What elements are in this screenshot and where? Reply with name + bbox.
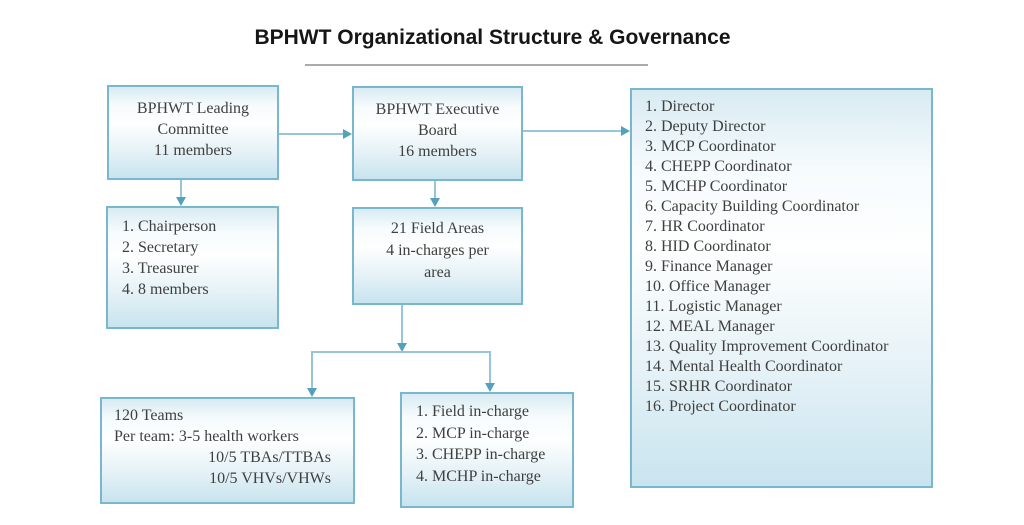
connector-leading-to-leadroles-arrowhead-icon: [176, 197, 186, 206]
list-line: 10/5 VHVs/VHWs: [209, 470, 331, 487]
list-line: 3. CHEPP in-charge: [416, 446, 546, 463]
connector-fieldareas-drop-line: [401, 305, 403, 343]
list-line: 15. SRHR Coordinator: [645, 378, 793, 395]
list-line: 16 members: [398, 143, 477, 160]
list-line: 6. Capacity Building Coordinator: [645, 198, 860, 215]
list-line: 16. Project Coordinator: [645, 398, 796, 415]
list-line: 11. Logistic Manager: [645, 298, 782, 315]
list-line: 1. Field in-charge: [416, 403, 530, 420]
list-line: 120 Teams: [114, 407, 184, 424]
connector-leading-to-leadroles-line: [180, 180, 182, 198]
connector-branch-to-teams-line: [311, 351, 313, 388]
list-line: 2. MCP in-charge: [416, 424, 530, 442]
box-leading-committee-roles: 1. Chairperson 2. Secretary 3. Treasurer 4.…: [106, 206, 279, 329]
connector-branch-to-incharges-line: [489, 351, 491, 383]
title-underline: [305, 64, 648, 66]
connector-leading-to-executive-line: [279, 133, 343, 135]
list-line: 4. CHEPP Coordinator: [645, 158, 792, 175]
list-line: 12. MEAL Manager: [645, 318, 775, 335]
list-line: 5. MCHP Coordinator: [645, 178, 788, 195]
connector-executive-to-roles-arrowhead-icon: [621, 126, 630, 136]
connector-executive-to-roles-line: [523, 130, 621, 132]
list-line: BPHWT Leading: [136, 100, 250, 117]
page-title: BPHWT Organizational Structure & Governa…: [254, 26, 731, 49]
list-line: 1. Director: [645, 98, 715, 115]
list-line: 2. Secretary: [122, 239, 199, 256]
list-line: Board: [417, 122, 458, 139]
box-executive-roles-list: 1. Director 2. Deputy Director 3. MCP Coor…: [630, 88, 933, 488]
list-line: 11 members: [153, 142, 233, 159]
list-line: 9. Finance Manager: [645, 258, 773, 275]
list-line: 14. Mental Health Coordinator: [645, 358, 843, 375]
list-line: Committee: [157, 121, 229, 138]
connector-branch-to-incharges-arrowhead-icon: [485, 383, 495, 392]
list-line: 13. Quality Improvement Coordinator: [645, 338, 889, 355]
connector-leading-to-executive-arrowhead-icon: [343, 129, 352, 139]
list-line: 21 Field Areas: [390, 220, 485, 237]
list-line: area: [424, 264, 451, 281]
connector-branch-horizontal-line: [311, 351, 491, 353]
connector-fieldareas-drop-arrowhead-icon: [397, 343, 407, 352]
list-line: BPHWT Executive: [375, 101, 500, 118]
list-line: 8. HID Coordinator: [645, 238, 771, 255]
list-line: 10. Office Manager: [645, 278, 771, 295]
box-field-incharges: 1. Field in-charge 2. MCP in-charge 3. CHE…: [400, 392, 574, 508]
list-line: 2. Deputy Director: [645, 118, 766, 135]
list-line: 10/5 TBAs/TTBAs: [208, 449, 331, 466]
list-line: 1. Chairperson: [122, 218, 217, 235]
list-line: 3. Treasurer: [122, 260, 199, 277]
connector-branch-to-teams-arrowhead-icon: [307, 388, 317, 397]
list-line: Per team: 3-5 health workers: [114, 428, 299, 445]
connector-executive-to-fieldareas-line: [434, 181, 436, 199]
list-line: 3. MCP Coordinator: [645, 138, 776, 155]
list-line: 4. MCHP in-charge: [416, 467, 541, 485]
box-field-areas: 21 Field Areas 4 in-charges per area: [352, 207, 523, 305]
connector-executive-to-fieldareas-arrowhead-icon: [430, 198, 440, 207]
list-line: 4 in-charges per: [386, 242, 489, 259]
list-line: 7. HR Coordinator: [645, 218, 765, 235]
list-line: 4. 8 members: [122, 281, 209, 298]
